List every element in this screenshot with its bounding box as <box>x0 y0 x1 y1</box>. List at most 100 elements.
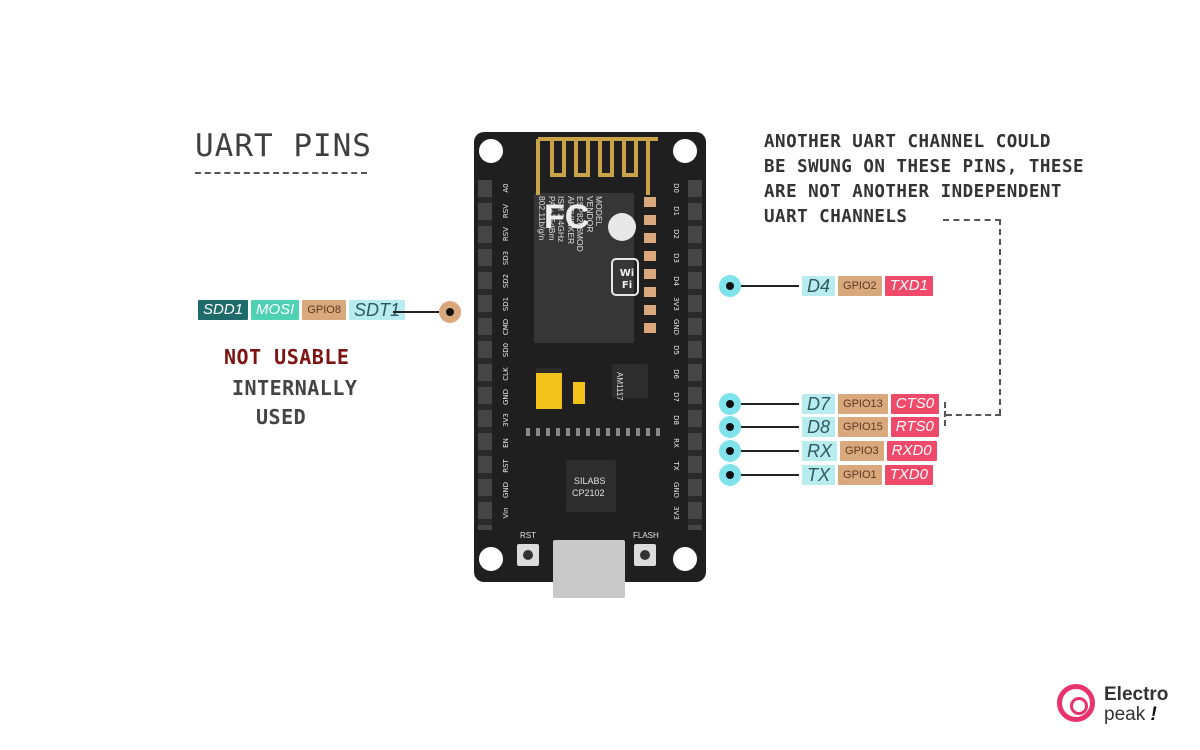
pin-wire <box>741 403 799 405</box>
pin-dot <box>719 416 741 438</box>
diode <box>573 382 585 404</box>
module-text-line: MODEL <box>594 196 604 227</box>
left-header-pin-label: GND <box>502 481 510 498</box>
right-header-pin-label: D5 <box>672 345 680 356</box>
tag-gpio: GPIO2 <box>838 276 882 296</box>
tag-gpio: GPIO3 <box>840 441 884 461</box>
antenna-trace <box>536 137 658 195</box>
left-header-pin-label: CMD <box>502 319 510 336</box>
right-header-pin-label: GND <box>672 319 680 336</box>
tag-sdd1: SDD1 <box>198 300 249 320</box>
pin-dot <box>719 393 741 415</box>
left-header-pin-label: SD1 <box>502 296 510 312</box>
left-header-pin-label: RSV <box>502 204 510 219</box>
smd-pads <box>526 428 662 436</box>
regulator-chip <box>612 364 648 398</box>
right-header-pin-label: D0 <box>672 183 680 193</box>
right-header-pin-label: 3V3 <box>672 505 680 520</box>
module-text-line: ISM 2.4GHz <box>556 196 566 243</box>
rst-button[interactable] <box>517 544 539 566</box>
used-label: USED <box>256 405 307 429</box>
pin-wire <box>741 450 799 452</box>
title-underline <box>195 172 367 174</box>
bracket-vertical <box>944 402 946 426</box>
capacitor <box>536 368 562 409</box>
right-header-pin-label: 3V3 <box>672 297 680 311</box>
electropeak-logo-icon <box>1057 684 1095 722</box>
mount-hole <box>670 136 700 166</box>
left-header-pin-label: A0 <box>502 183 510 193</box>
module-text-line: AI-THINKER <box>565 196 576 245</box>
module-text-line: VENDOR <box>584 196 595 233</box>
left-pin-tags: SDD1 MOSI GPIO8 SDT1 <box>198 300 405 320</box>
pin-wire <box>741 426 799 428</box>
pin-wire <box>741 474 799 476</box>
not-usable-label: NOT USABLE <box>224 345 350 369</box>
uart-note: ANOTHER UART CHANNEL COULD BE SWUNG ON T… <box>764 130 1164 230</box>
tag-gpio: GPIO15 <box>838 417 888 437</box>
right-header-pin-label: D3 <box>672 252 680 263</box>
left-header-pin-label: EN <box>502 438 510 449</box>
note-connector-v <box>999 219 1001 415</box>
right-header-pin-label: D1 <box>672 206 680 217</box>
right-header-pin-label: D8 <box>672 415 680 425</box>
left-header-pin-label: RSV <box>502 227 510 242</box>
right-header-pin-label: D6 <box>672 368 680 379</box>
tag-pin-name: D7 <box>802 394 836 414</box>
tag-function: RXD0 <box>886 441 937 461</box>
tag-mosi: MOSI <box>251 300 300 320</box>
mount-hole <box>670 544 700 574</box>
tag-function: RTS0 <box>890 417 939 437</box>
left-header-pin-label: CLK <box>502 366 510 381</box>
module-text-line: ESP8266MOD <box>575 196 585 252</box>
left-header-pin-label: 3V3 <box>502 413 510 427</box>
tag-gpio: GPIO1 <box>838 465 882 485</box>
tag-pin-name: D4 <box>802 276 836 296</box>
tag-pin-name: TX <box>802 465 836 485</box>
module-text-line: 802.11b/g/n <box>537 196 547 241</box>
left-header-pin-label: SD2 <box>502 273 510 288</box>
left-header <box>478 180 492 530</box>
pin-dot <box>719 440 741 462</box>
logo-word: peak <box>1104 704 1146 725</box>
tag-pin-name: D8 <box>802 417 836 437</box>
usb-uart-chip <box>566 460 616 512</box>
right-header-pin-label: D2 <box>672 229 680 240</box>
note-line: ANOTHER UART CHANNEL COULD <box>764 132 1051 152</box>
wifi-mark: Wi Fi <box>619 268 635 291</box>
left-header-pin-label: Vin <box>502 507 510 519</box>
fc-mark: FC <box>544 198 590 236</box>
flash-button[interactable] <box>634 544 656 566</box>
micro-usb-connector <box>553 540 625 598</box>
right-header-pin-label: RX <box>672 438 680 449</box>
logo-line-2: peak ! <box>1104 704 1157 726</box>
tag-sdt1: SDT1 <box>348 300 405 320</box>
note-line: BE SWUNG ON THESE PINS, THESE <box>764 157 1085 177</box>
module-text-line: PA +25dBm <box>546 196 557 241</box>
module-pads <box>644 197 656 333</box>
left-header-pin-label: RST <box>502 459 510 474</box>
tag-gpio: GPIO13 <box>838 394 888 414</box>
right-header-pin-label: D4 <box>672 275 680 286</box>
regulator-label: AM1117 <box>615 372 624 401</box>
tag-function: CTS0 <box>890 394 940 414</box>
page-title: UART PINS <box>195 128 372 164</box>
mount-hole <box>476 544 506 574</box>
flash-label: FLASH <box>633 531 659 540</box>
tag-function: TXD1 <box>884 276 933 296</box>
right-header <box>688 180 702 530</box>
wifi-logo-icon <box>611 258 639 296</box>
tag-gpio8: GPIO8 <box>302 300 346 320</box>
internally-label: INTERNALLY <box>232 376 358 400</box>
pin-dot <box>719 464 741 486</box>
espressif-logo-icon <box>608 213 636 241</box>
